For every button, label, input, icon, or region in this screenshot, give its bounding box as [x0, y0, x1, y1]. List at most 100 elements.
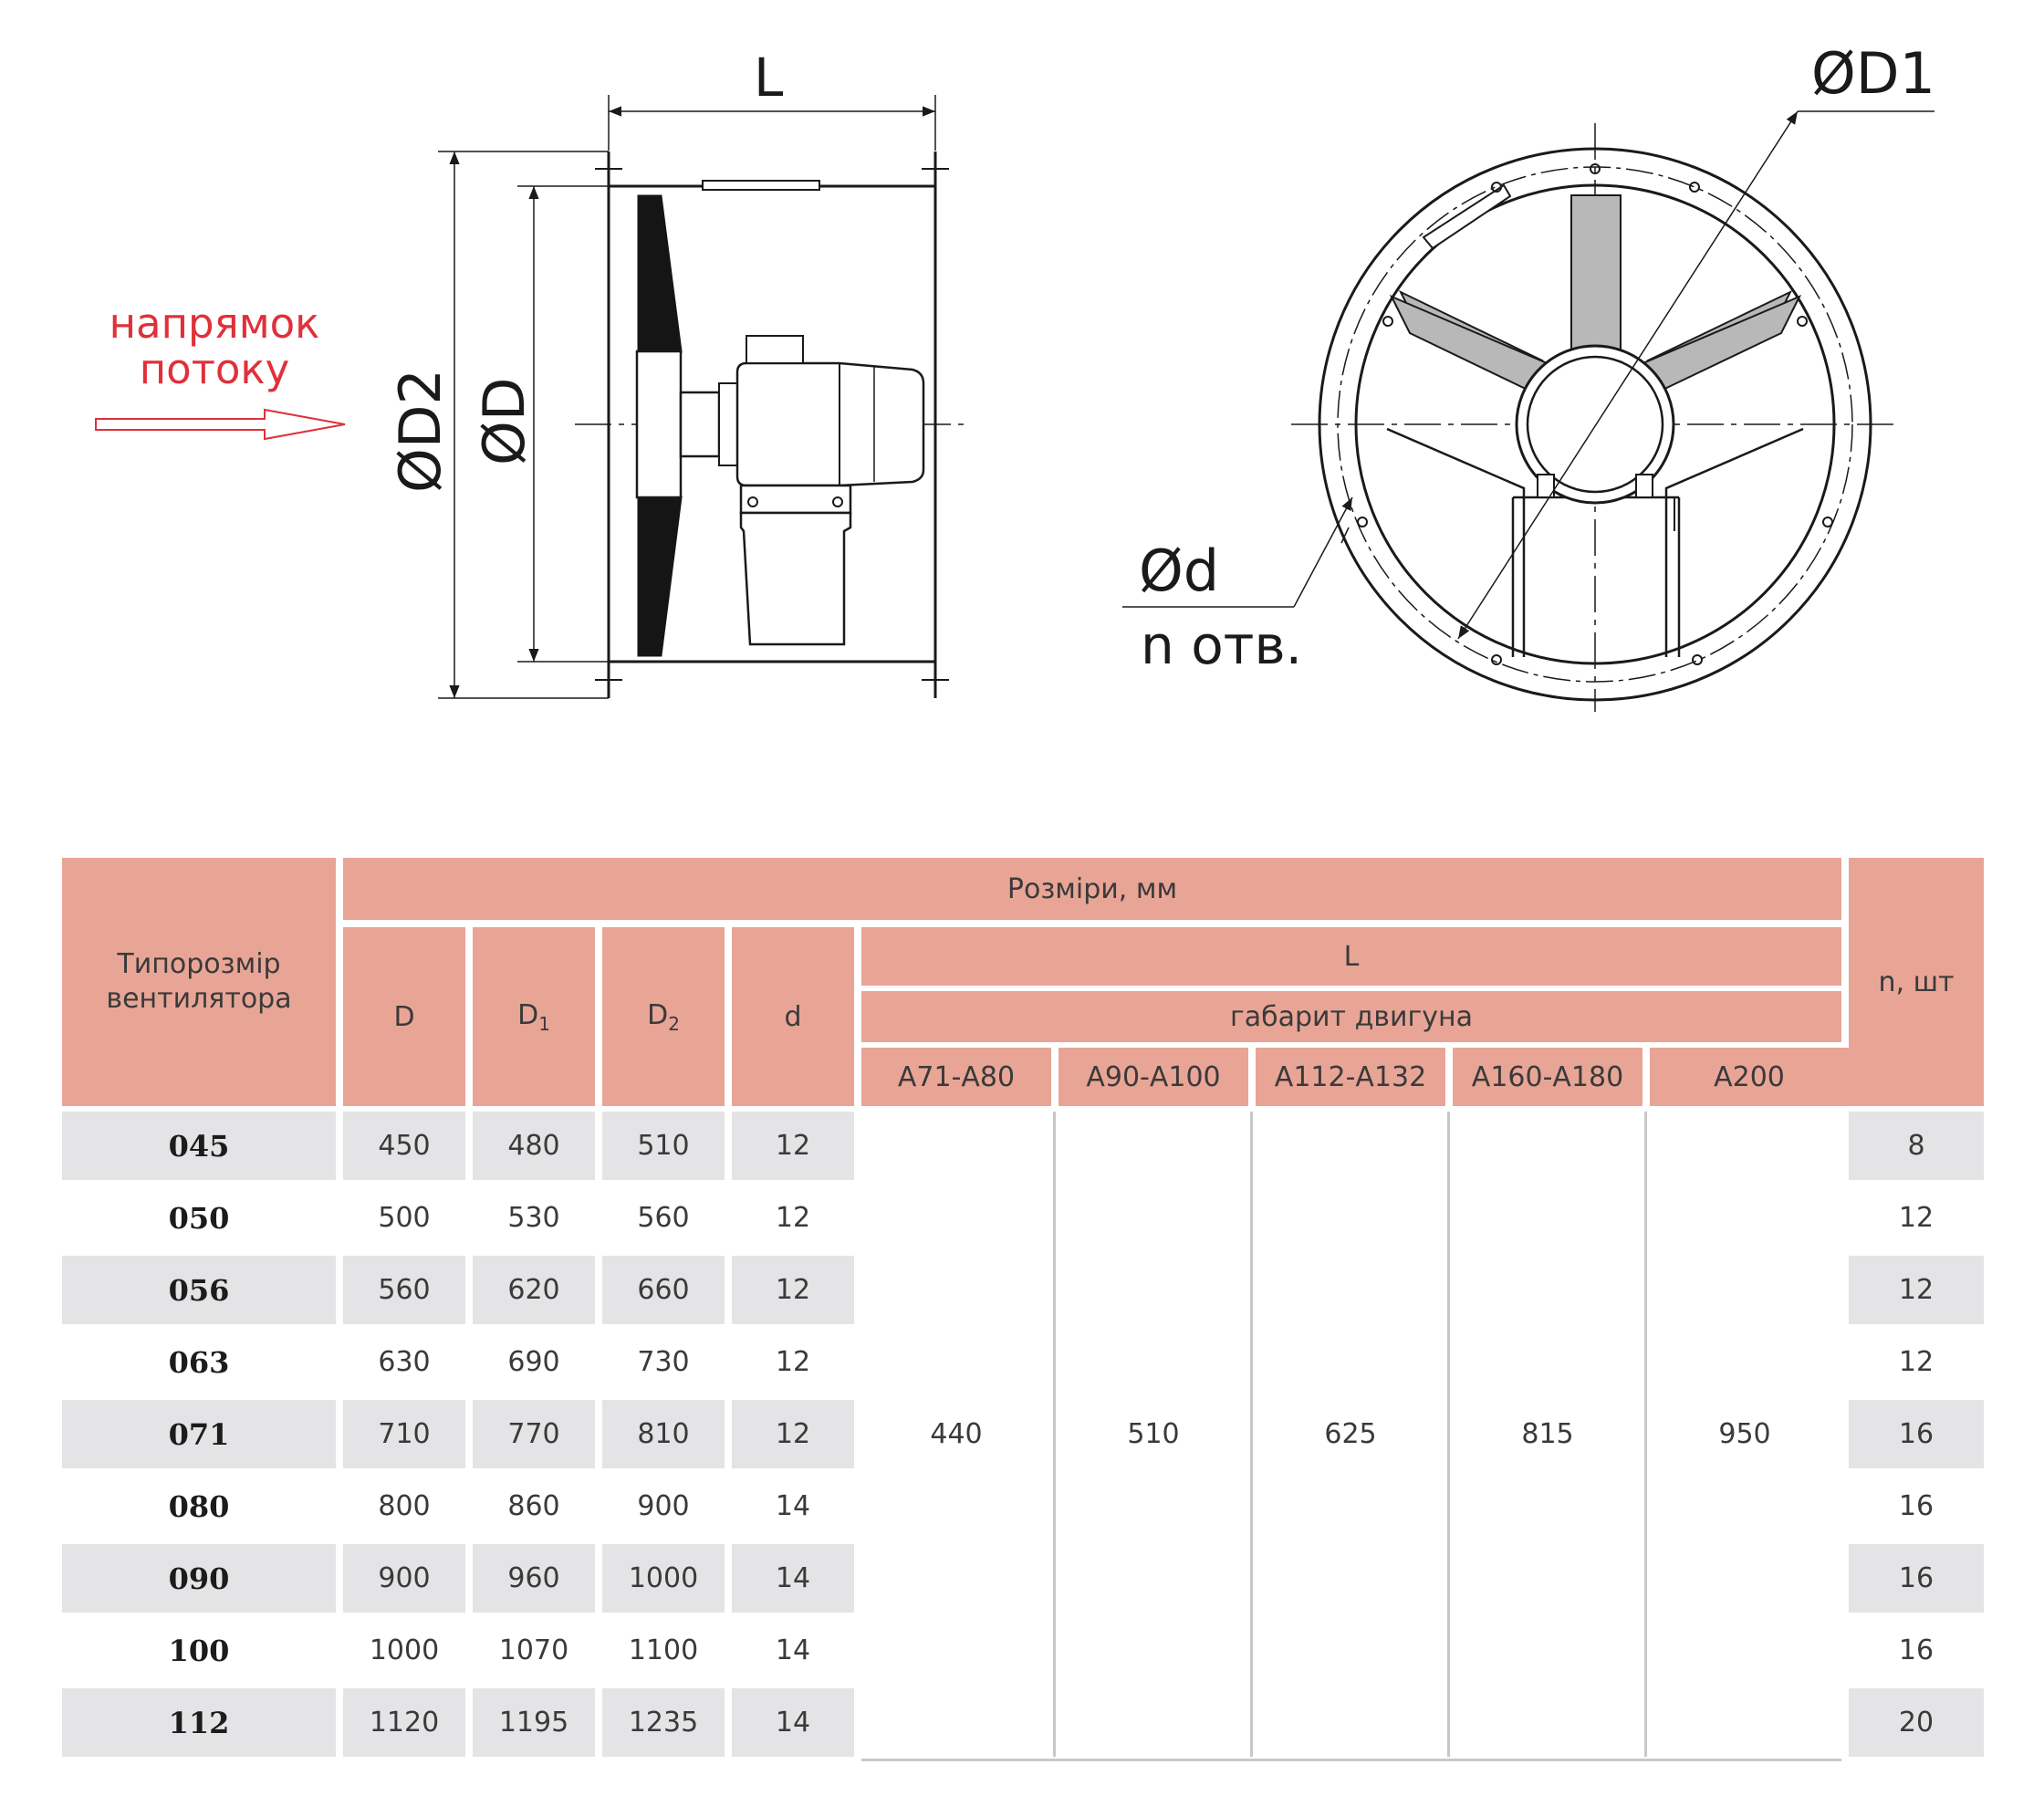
table-cell-D1: 770: [473, 1400, 595, 1468]
table-cell-value: 770: [507, 1418, 560, 1450]
header-n-label: n, шт: [1878, 966, 1955, 998]
table-cell-value: 056: [168, 1272, 230, 1308]
header-L-label: L: [1343, 940, 1360, 973]
header-motor-size-label: А200: [1714, 1060, 1785, 1093]
table-cell-value: 530: [507, 1202, 560, 1234]
table-cell-value: 16: [1898, 1490, 1934, 1522]
table-cell-value: 14: [775, 1490, 811, 1522]
table-cell-D: 500: [343, 1184, 465, 1252]
side-view: [575, 151, 967, 698]
table-cell-value: 800: [378, 1490, 431, 1522]
table-cell-value: 12: [775, 1418, 811, 1450]
table-cell-value: 860: [507, 1490, 560, 1522]
table-cell-size: 090: [62, 1544, 336, 1613]
table-cell-value: 900: [378, 1562, 431, 1594]
table-cell-value: 16: [1898, 1634, 1934, 1666]
table-cell-D: 1000: [343, 1616, 465, 1685]
flow-label-line1: напрямок: [109, 299, 320, 348]
table-cell-D2: 510: [602, 1112, 725, 1180]
dim-label-D2: ØD2: [387, 369, 454, 493]
flow-label-line2: потоку: [139, 345, 290, 393]
table-cell-value: 900: [637, 1490, 690, 1522]
header-motor-size: А112-А132: [1256, 1048, 1445, 1106]
header-size-label: Типорозмір вентилятора: [106, 948, 292, 1015]
table-cell-D1: 960: [473, 1544, 595, 1613]
table-cell-value: 560: [637, 1202, 690, 1234]
table-cell-D2: 560: [602, 1184, 725, 1252]
table-cell-value: 12: [1898, 1202, 1934, 1234]
header-D1-label: D: [517, 998, 539, 1031]
flow-arrow: [95, 408, 346, 441]
header-D2-label: D: [647, 998, 669, 1031]
column-divider: [1250, 1112, 1253, 1757]
table-cell-value: 620: [507, 1274, 560, 1306]
table-cell-L: 510: [1058, 1112, 1248, 1757]
table-cell-value: 730: [637, 1346, 690, 1378]
table-cell-D: 800: [343, 1472, 465, 1540]
table-cell-D2: 730: [602, 1328, 725, 1396]
header-motor-size: А90-А100: [1058, 1048, 1248, 1106]
table-cell-size: 056: [62, 1256, 336, 1324]
table-cell-value: 690: [507, 1346, 560, 1378]
header-motor-size-label: А71-А80: [897, 1060, 1016, 1093]
header-motor-size: А160-А180: [1453, 1048, 1642, 1106]
dim-label-D1: ØD1: [1811, 40, 1935, 107]
header-D-label: D: [393, 1000, 415, 1033]
header-dimensions-label: Розміри, мм: [1006, 872, 1178, 905]
table-cell-value: 12: [1898, 1346, 1934, 1378]
dim-label-D: ØD: [471, 377, 537, 465]
front-view: [1291, 123, 1898, 712]
table-cell-value: 510: [637, 1130, 690, 1162]
table-cell-value: 1070: [498, 1634, 569, 1666]
table-cell-D2: 900: [602, 1472, 725, 1540]
table-cell-size: 080: [62, 1472, 336, 1540]
table-cell-d: 14: [732, 1472, 854, 1540]
table-cell-value: 1100: [628, 1634, 699, 1666]
table-cell-size: 045: [62, 1112, 336, 1180]
table-cell-D2: 660: [602, 1256, 725, 1324]
table-cell-D1: 1070: [473, 1616, 595, 1685]
table-cell-value: 16: [1898, 1418, 1934, 1450]
L-bottom-line: [861, 1759, 1841, 1761]
table-cell-value: 500: [378, 1202, 431, 1234]
table-cell-value: 560: [378, 1274, 431, 1306]
header-D1-sub: 1: [538, 1012, 550, 1035]
table-cell-n: 12: [1849, 1256, 1984, 1324]
table-cell-value: 960: [507, 1562, 560, 1594]
table-cell-D2: 810: [602, 1400, 725, 1468]
table-cell-value: 100: [168, 1633, 230, 1668]
table-cell-n: 16: [1849, 1400, 1984, 1468]
flow-direction-label: напрямок потоку: [91, 301, 338, 392]
table-cell-value: 660: [637, 1274, 690, 1306]
table-cell-L: 815: [1453, 1112, 1642, 1757]
header-d-label: d: [784, 1000, 802, 1033]
table-cell-D2: 1000: [602, 1544, 725, 1613]
table-cell-D1: 860: [473, 1472, 595, 1540]
table-cell-value: 625: [1324, 1418, 1377, 1450]
dimensions-table: Типорозмір вентилятора Розміри, мм n, шт…: [62, 858, 1984, 1770]
table-cell-D: 560: [343, 1256, 465, 1324]
table-cell-value: 045: [168, 1128, 230, 1164]
table-cell-D: 450: [343, 1112, 465, 1180]
header-dimensions: Розміри, мм: [343, 858, 1841, 920]
table-cell-D1: 690: [473, 1328, 595, 1396]
table-cell-n: 16: [1849, 1544, 1984, 1613]
table-cell-D1: 620: [473, 1256, 595, 1324]
technical-drawing: L ØD2 ØD ØD1 Ød n отв. напрямок потоку: [0, 0, 2044, 803]
table-cell-value: 12: [1898, 1274, 1934, 1306]
dim-label-holes: n отв.: [1141, 614, 1303, 676]
table-cell-value: 12: [775, 1346, 811, 1378]
table-cell-value: 1235: [628, 1707, 699, 1739]
table-cell-value: 440: [930, 1418, 983, 1450]
table-cell-d: 14: [732, 1616, 854, 1685]
table-cell-value: 071: [168, 1416, 230, 1452]
header-motor-size: А200: [1650, 1048, 1849, 1106]
table-cell-size: 100: [62, 1616, 336, 1685]
table-cell-value: 1000: [369, 1634, 440, 1666]
header-motor-label: габарит двигуна: [1229, 1000, 1473, 1033]
header-motor-size-label: А112-А132: [1274, 1060, 1427, 1093]
table-cell-value: 950: [1718, 1418, 1771, 1450]
table-cell-D: 1120: [343, 1688, 465, 1757]
table-cell-d: 12: [732, 1400, 854, 1468]
table-cell-d: 14: [732, 1688, 854, 1757]
